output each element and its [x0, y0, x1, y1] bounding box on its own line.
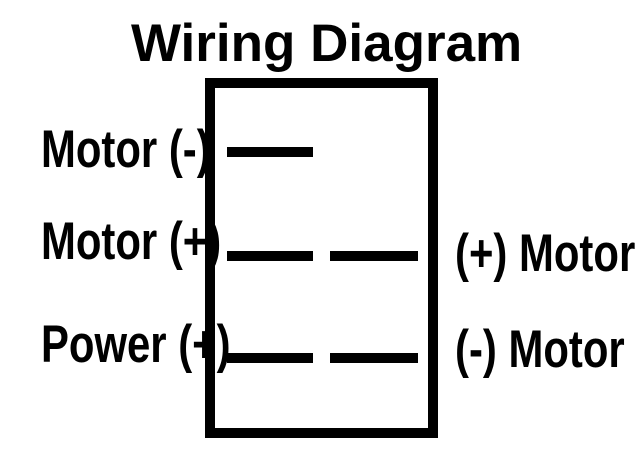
label-power-positive: Power (+) — [40, 315, 231, 374]
label-minus-motor: (-) Motor — [455, 320, 625, 379]
terminal-pin-row3-left — [227, 353, 313, 363]
terminal-pin-row1-left — [227, 147, 313, 157]
terminal-pin-row2-left — [227, 251, 313, 261]
terminal-pin-row2-right — [330, 251, 418, 261]
label-motor-positive: Motor (+) — [40, 212, 222, 271]
label-plus-motor: (+) Motor — [455, 224, 636, 283]
terminal-pin-row3-right — [330, 353, 418, 363]
label-motor-negative: Motor (-) — [40, 120, 211, 179]
diagram-title: Wiring Diagram — [131, 14, 523, 73]
